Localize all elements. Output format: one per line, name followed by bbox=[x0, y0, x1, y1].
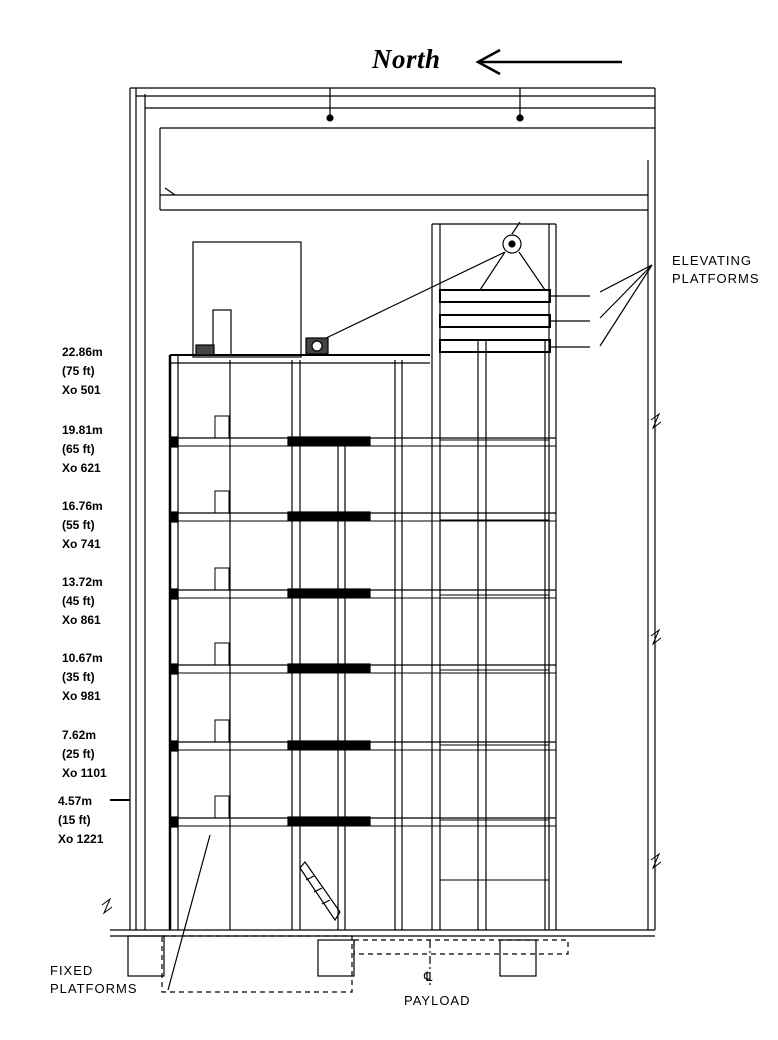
building-frame bbox=[110, 87, 656, 937]
ground-footings bbox=[127, 935, 569, 993]
level-feet: (15 ft) bbox=[58, 813, 91, 827]
fixed-platform bbox=[287, 436, 371, 446]
level-station: Xo 981 bbox=[62, 689, 101, 703]
fixed-platform bbox=[287, 740, 371, 750]
level-label: 10.67m (35 ft) Xo 981 bbox=[62, 649, 103, 706]
beam-end bbox=[169, 663, 179, 675]
level-elevation: 10.67m bbox=[62, 651, 103, 665]
centerline-symbol: ℄ bbox=[424, 969, 434, 984]
level-elevation: 22.86m bbox=[62, 345, 103, 359]
elevating-platform-stack bbox=[439, 289, 590, 353]
level-station: Xo 861 bbox=[62, 613, 101, 627]
upper-enclosure bbox=[192, 241, 302, 358]
level-label: 13.72m (45 ft) Xo 861 bbox=[62, 573, 103, 630]
level-elevation: 7.62m bbox=[62, 728, 97, 742]
level-label: 7.62m (25 ft) Xo 1101 bbox=[62, 726, 107, 783]
beam-end bbox=[169, 816, 179, 828]
fixed-platform bbox=[287, 663, 371, 673]
floor-levels bbox=[169, 415, 556, 881]
level-feet: (65 ft) bbox=[62, 442, 95, 456]
level-label: 4.57m (15 ft) Xo 1221 bbox=[58, 792, 103, 849]
railing-bracket bbox=[214, 642, 230, 666]
level-feet: (35 ft) bbox=[62, 670, 95, 684]
fixed-tower bbox=[168, 354, 430, 930]
railing-bracket bbox=[214, 490, 230, 514]
elevating-line-1: ELEVATING bbox=[672, 253, 753, 268]
lower-stair bbox=[299, 861, 341, 922]
level-feet: (55 ft) bbox=[62, 518, 95, 532]
beam-end bbox=[169, 588, 179, 600]
level-label: 16.76m (55 ft) Xo 741 bbox=[62, 497, 103, 554]
railing-bracket bbox=[214, 719, 230, 743]
elevating-platforms-label: ELEVATING PLATFORMS bbox=[672, 252, 760, 288]
level-elevation: 16.76m bbox=[62, 499, 103, 513]
elevating-line-2: PLATFORMS bbox=[672, 271, 760, 286]
level-label: 22.86m (75 ft) Xo 501 bbox=[62, 343, 103, 400]
level-elevation: 19.81m bbox=[62, 423, 103, 437]
arrow-left-icon bbox=[475, 48, 622, 76]
beam-end bbox=[169, 511, 179, 523]
railing-bracket bbox=[214, 415, 230, 439]
beam-end bbox=[169, 436, 179, 448]
level-elevation: 4.57m bbox=[58, 794, 93, 808]
winch bbox=[195, 309, 329, 356]
level-station: Xo 1221 bbox=[58, 832, 104, 846]
railing-bracket bbox=[214, 795, 230, 819]
fixed-platform bbox=[287, 511, 371, 521]
level-feet: (25 ft) bbox=[62, 747, 95, 761]
fixed-platforms-label: FIXED PLATFORMS bbox=[50, 962, 138, 998]
north-label: North bbox=[372, 44, 441, 74]
level-label: 19.81m (65 ft) Xo 621 bbox=[62, 421, 103, 478]
level-station: Xo 501 bbox=[62, 383, 101, 397]
payload-label: PAYLOAD bbox=[404, 993, 471, 1008]
ceiling-hangers bbox=[164, 88, 524, 196]
level-station: Xo 741 bbox=[62, 537, 101, 551]
hoist-pulley bbox=[321, 221, 546, 341]
fixed-platform bbox=[287, 816, 371, 826]
level-feet: (45 ft) bbox=[62, 594, 95, 608]
level-station: Xo 1101 bbox=[62, 766, 107, 780]
callout-leaders bbox=[167, 264, 653, 991]
fixed-line-2: PLATFORMS bbox=[50, 981, 138, 996]
level-feet: (75 ft) bbox=[62, 364, 95, 378]
level-station: Xo 621 bbox=[62, 461, 101, 475]
break-marks bbox=[101, 412, 662, 915]
railing-bracket bbox=[214, 567, 230, 591]
beam-end bbox=[169, 740, 179, 752]
elevating-tower bbox=[431, 223, 557, 930]
level-elevation: 13.72m bbox=[62, 575, 103, 589]
fixed-platform bbox=[287, 588, 371, 598]
fixed-line-1: FIXED bbox=[50, 963, 94, 978]
